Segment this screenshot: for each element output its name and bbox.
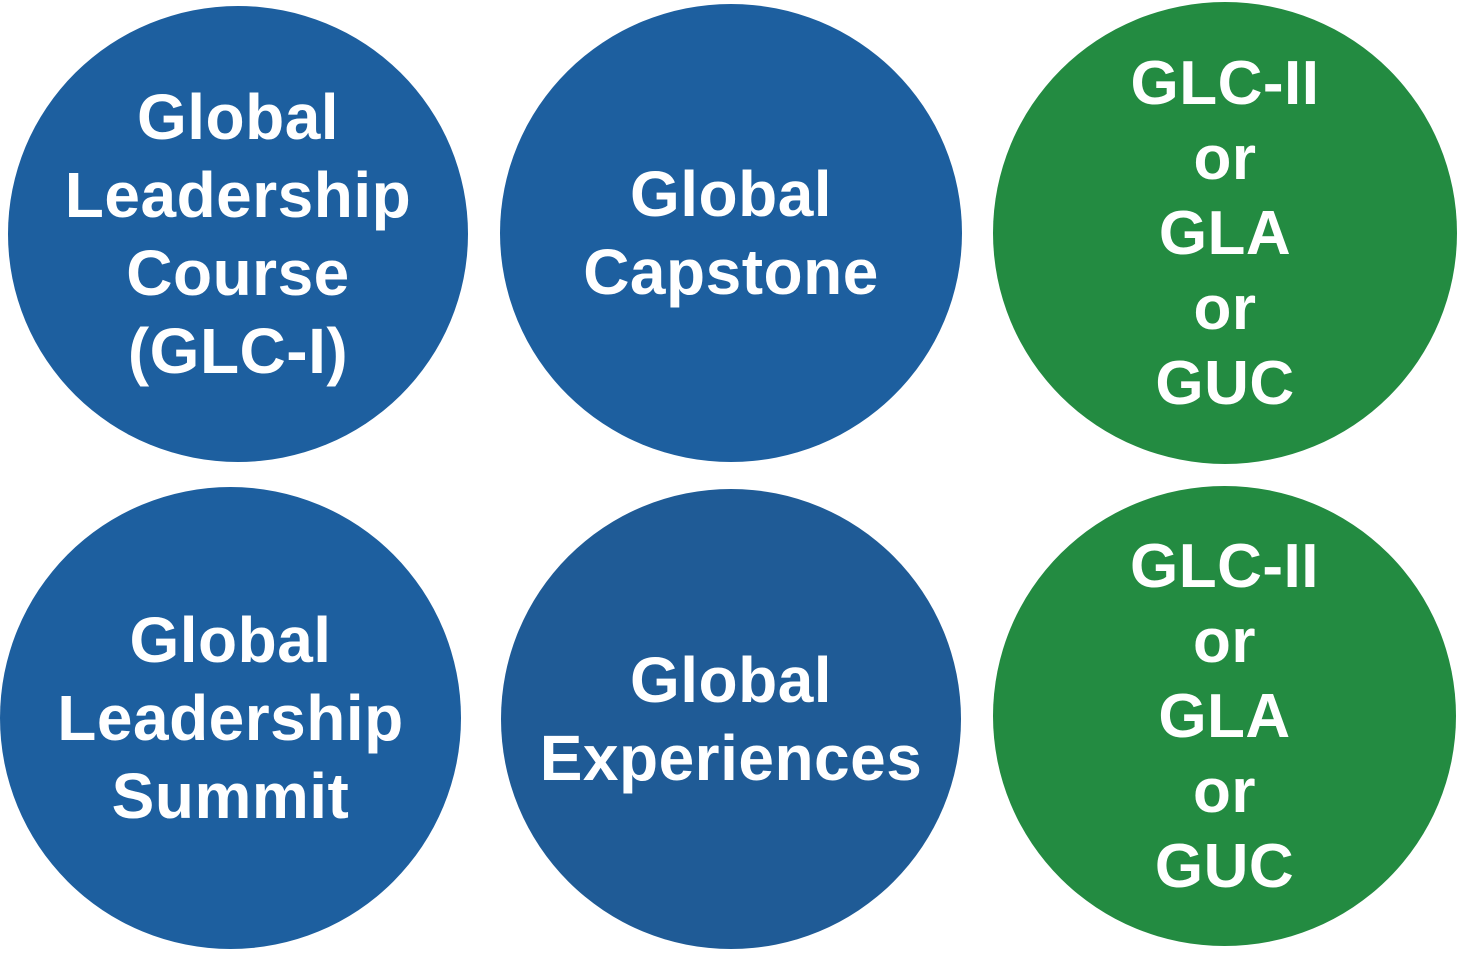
circle-label-line: Course <box>126 237 350 309</box>
circle-label-line: GUC <box>1155 348 1295 418</box>
circle-label-line: or <box>1193 606 1256 676</box>
circle-label-line: (GLC-I) <box>127 315 349 387</box>
circle-label-line: or <box>1193 123 1257 193</box>
circle-label-line: GUC <box>1154 831 1295 901</box>
circle-label-line: GLC-II <box>1130 531 1319 601</box>
circle-label-line: Summit <box>111 760 350 832</box>
circle-global-leadership-summit: Global Leadership Summit <box>0 487 461 949</box>
circle-label-line: GLA <box>1158 681 1291 751</box>
circle-global-experiences: Global Experiences <box>501 489 961 949</box>
circle-label-line: or <box>1193 756 1256 826</box>
circle-label-line: GLA <box>1158 198 1292 268</box>
circle-global-capstone: Global Capstone <box>500 4 962 462</box>
circle-label-line: Capstone <box>583 236 879 308</box>
circle-glc-ii-gla-guc-top: GLC-II or GLA or GUC <box>993 2 1457 464</box>
circle-glc-ii-gla-guc-bottom: GLC-II or GLA or GUC <box>993 486 1456 946</box>
circle-label-line: Leadership <box>57 682 404 754</box>
circle-global-leadership-course: Global Leadership Course (GLC-I) <box>8 6 468 462</box>
circle-label-line: Global <box>629 644 833 716</box>
circle-label-line: GLC-II <box>1130 48 1320 118</box>
circle-label-line: Leadership <box>64 159 412 231</box>
circle-label-line: Global <box>136 81 340 153</box>
circle-label-line: Experiences <box>539 722 923 794</box>
circle-label-line: Global <box>629 158 833 230</box>
circle-label-line: or <box>1193 273 1257 343</box>
circle-label-line: Global <box>129 604 332 676</box>
